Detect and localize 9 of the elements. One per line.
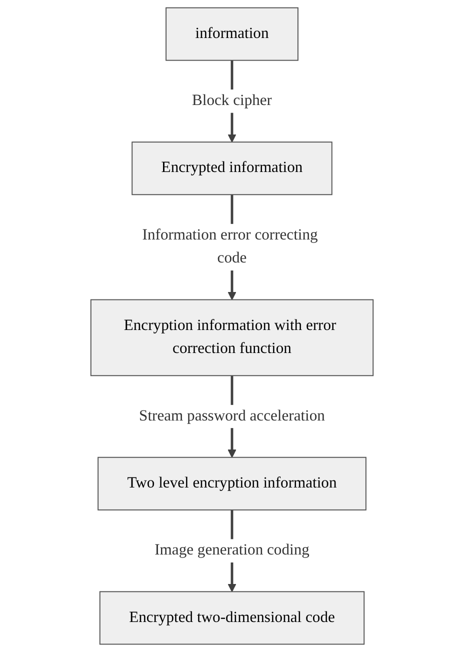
- node-box: Encryption information with error correction function: [90, 299, 374, 376]
- node-box: information: [166, 7, 298, 61]
- node-box: Two level encryption information: [98, 456, 366, 510]
- node-box: Encrypted information: [132, 142, 332, 196]
- edge-label: Stream password acceleration: [139, 408, 325, 424]
- edge-label: Information error correcting code: [142, 226, 318, 267]
- node-box: Encrypted two-dimensional code: [99, 591, 365, 645]
- edge-label: Image generation coding: [154, 542, 310, 559]
- edge-label: Block cipher: [192, 92, 272, 109]
